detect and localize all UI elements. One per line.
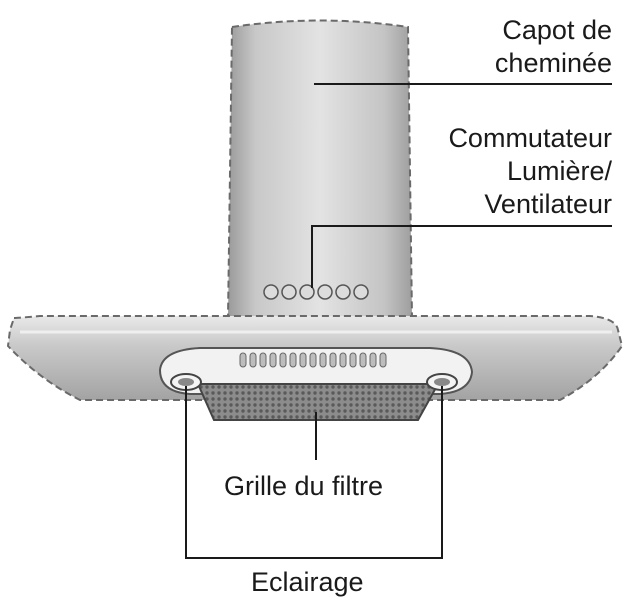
control-buttons: [263, 284, 369, 300]
leader-lines: [185, 83, 612, 559]
control-button: [353, 284, 369, 300]
lamps: [170, 373, 458, 391]
chimney-cover: [226, 19, 414, 319]
control-button: [299, 284, 315, 300]
control-button: [281, 284, 297, 300]
label-chimney-cover: Capot de cheminée: [494, 15, 612, 78]
control-button: [263, 284, 279, 300]
filter-grille: [196, 383, 440, 421]
vent-slots: [239, 352, 387, 368]
label-light-fan-switch: Commutateur Lumière/ Ventilateur: [448, 123, 612, 219]
leader-switch: [311, 225, 612, 288]
leader-lighting: [185, 386, 443, 559]
motor-housing: [158, 347, 474, 421]
label-filter-grille: Grille du filtre: [224, 471, 384, 501]
label-lighting: Eclairage: [251, 567, 364, 597]
control-button: [317, 284, 333, 300]
control-button: [335, 284, 351, 300]
